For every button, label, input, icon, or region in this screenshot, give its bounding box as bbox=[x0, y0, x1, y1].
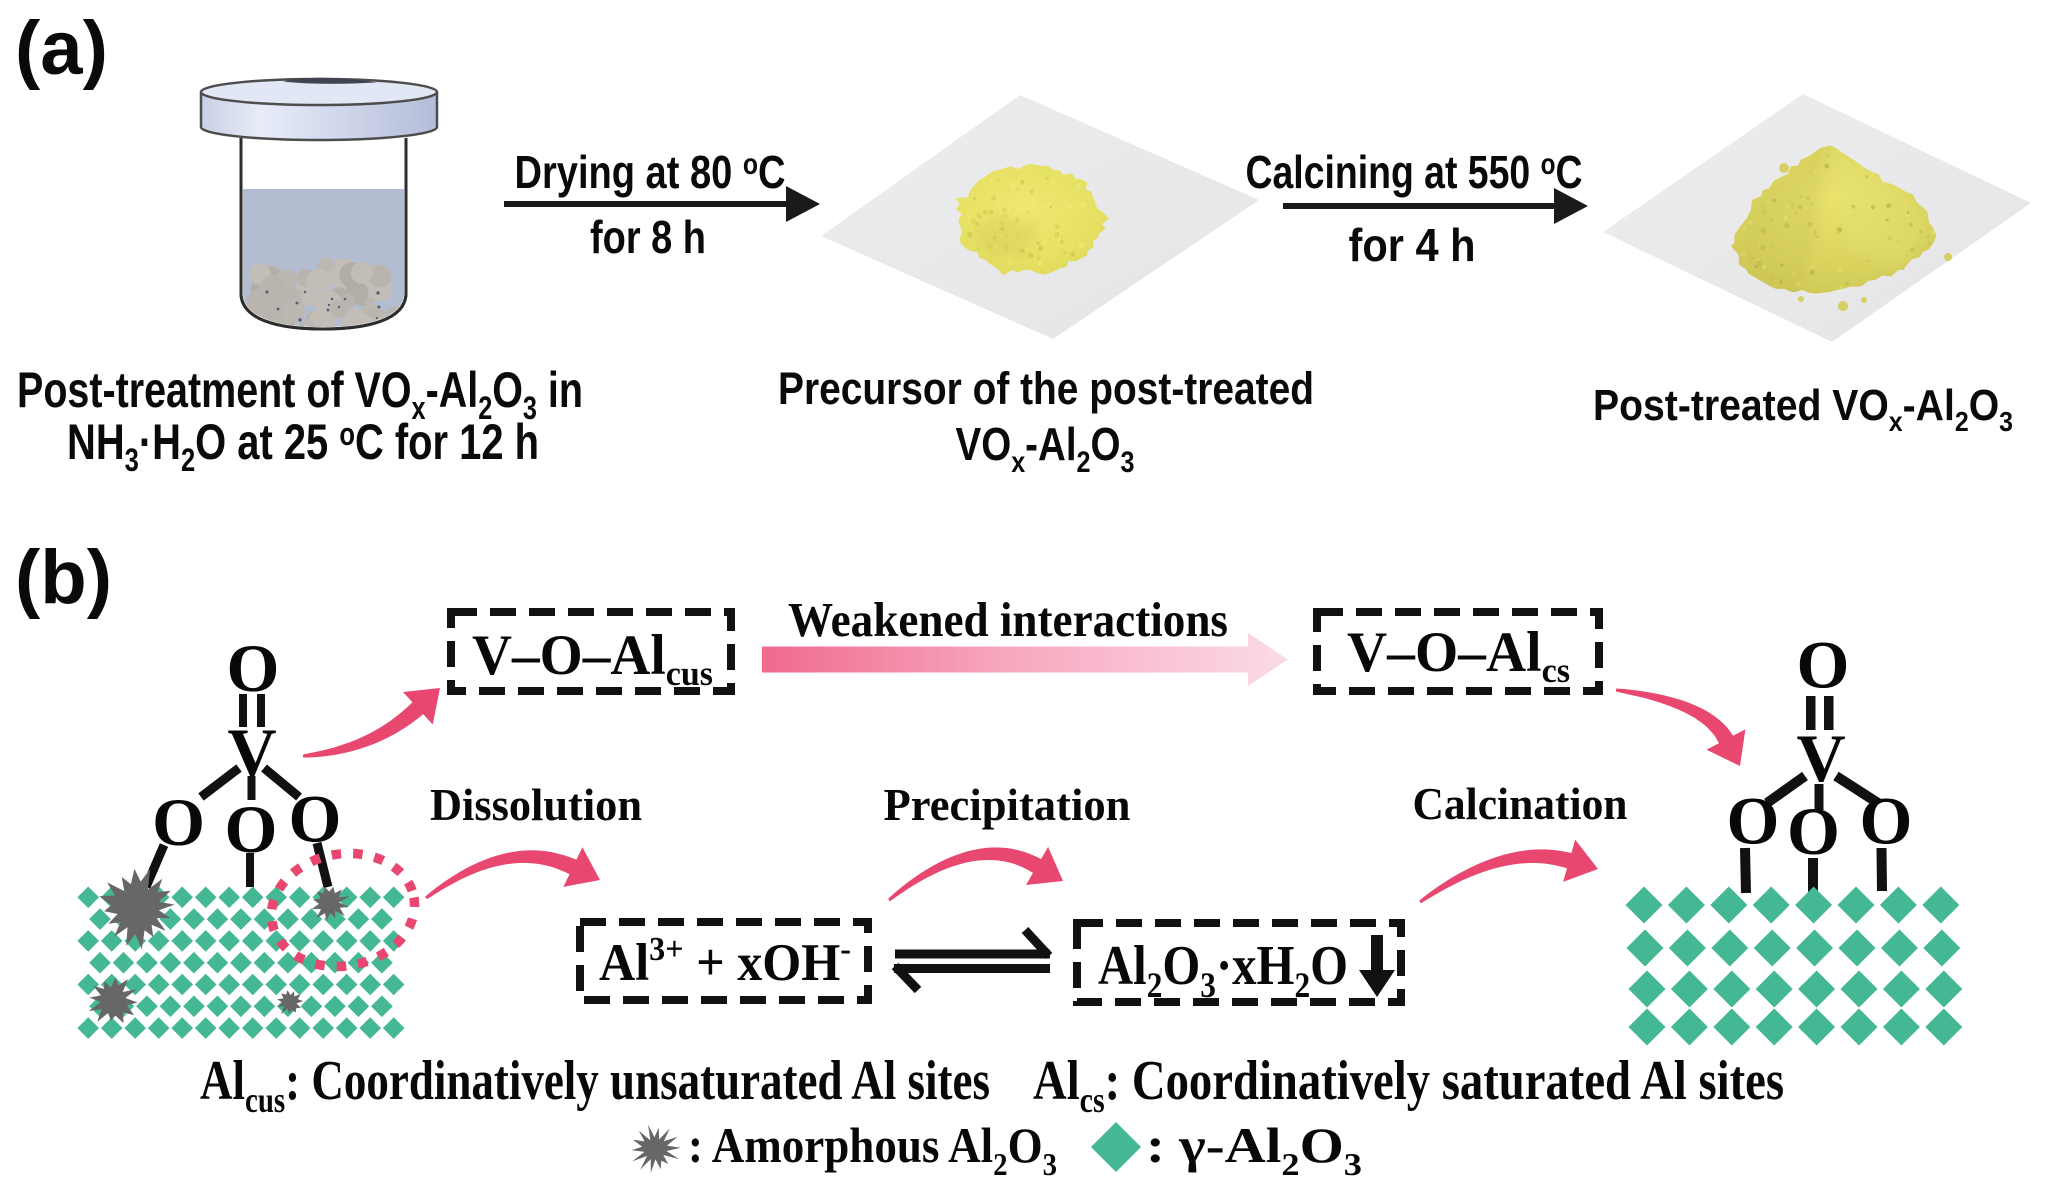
svg-text:O: O bbox=[1797, 627, 1850, 703]
svg-text:VOx-Al2O3: VOx-Al2O3 bbox=[956, 418, 1135, 479]
svg-text:(a): (a) bbox=[15, 6, 108, 91]
svg-text:Precipitation: Precipitation bbox=[884, 780, 1131, 830]
svg-text:O: O bbox=[1860, 783, 1913, 859]
svg-text:Post-treated VOx-Al2O3: Post-treated VOx-Al2O3 bbox=[1593, 381, 2013, 437]
svg-text:: γ-Al2O3: : γ-Al2O3 bbox=[1146, 1117, 1362, 1182]
svg-text:Weakened interactions: Weakened interactions bbox=[788, 592, 1228, 647]
svg-text:(b): (b) bbox=[15, 535, 112, 620]
svg-text:Al2O3·xH2O: Al2O3·xH2O bbox=[1098, 935, 1348, 1005]
svg-text:O: O bbox=[227, 630, 280, 706]
svg-text:Calcining at 550 oC: Calcining at 550 oC bbox=[1246, 146, 1583, 198]
svg-text:O: O bbox=[1727, 783, 1780, 859]
svg-text:Alcus: Coordinatively unsatur: Alcus: Coordinatively unsaturated Al sit… bbox=[200, 1050, 990, 1120]
svg-text:Calcination: Calcination bbox=[1413, 779, 1628, 829]
svg-text:V: V bbox=[1796, 720, 1845, 796]
svg-text:Dissolution: Dissolution bbox=[430, 780, 642, 830]
svg-text:O: O bbox=[1787, 793, 1840, 869]
svg-text:Drying at 80 oC: Drying at 80 oC bbox=[515, 146, 786, 198]
svg-text:V–O–Alcs: V–O–Alcs bbox=[1347, 621, 1570, 690]
svg-text:for 8 h: for 8 h bbox=[590, 211, 706, 263]
svg-text:Alcs: Coordinatively saturate: Alcs: Coordinatively saturated Al sites bbox=[1033, 1050, 1784, 1120]
svg-text:Al3+ + xOH-: Al3+ + xOH- bbox=[599, 931, 851, 992]
svg-text:NH3·H2O at 25 oC for 12 h: NH3·H2O at 25 oC for 12 h bbox=[67, 414, 539, 478]
svg-text:Precursor of the post-treated: Precursor of the post-treated bbox=[778, 363, 1314, 414]
svg-text:for 4 h: for 4 h bbox=[1349, 219, 1476, 271]
